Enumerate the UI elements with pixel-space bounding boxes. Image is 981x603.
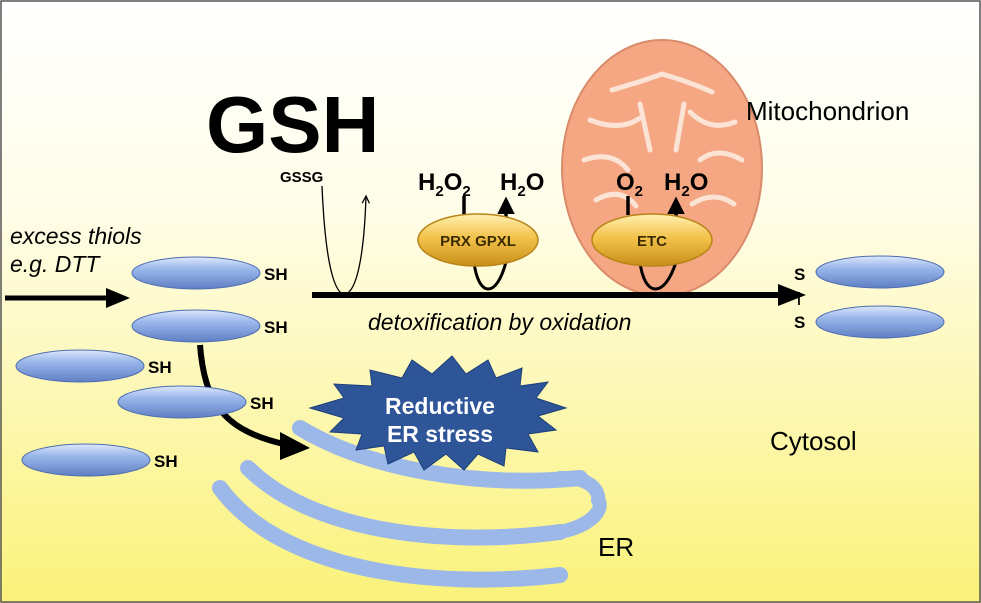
- excess-thiols-label-2: e.g. DTT: [10, 251, 101, 277]
- sh-label-5: SH: [154, 452, 178, 471]
- stress-label-1: Reductive: [385, 393, 495, 419]
- cytosol-label: Cytosol: [770, 426, 857, 456]
- detox-label: detoxification by oxidation: [368, 309, 631, 335]
- etc-curve: [638, 261, 678, 291]
- etc-label: ETC: [637, 233, 667, 250]
- o2-label: O2: [616, 169, 643, 200]
- protein-sh-2: [131, 309, 261, 343]
- er-arrow-head: [280, 432, 310, 460]
- h2o-label-2: H2O: [664, 169, 708, 200]
- sh-label-4: SH: [250, 394, 274, 413]
- er-membrane: [212, 420, 607, 588]
- h2o-label-1: H2O: [500, 169, 544, 200]
- protein-sh-4: [117, 385, 247, 419]
- protein-ss-2: [815, 305, 945, 339]
- sh-label-1: SH: [264, 265, 288, 284]
- protein-sh-5: [21, 443, 151, 477]
- s-label-1: S: [794, 265, 805, 284]
- prx-curve: [472, 261, 508, 291]
- enzyme-etc: [591, 213, 713, 267]
- prx-gpxl-label: PRX GPXL: [440, 233, 516, 250]
- protein-sh-3: [15, 349, 145, 383]
- mitochondrion-label: Mitochondrion: [746, 96, 909, 126]
- enzyme-prx-gpxl: [417, 213, 539, 267]
- sh-label-3: SH: [148, 358, 172, 377]
- main-arrow-head: [778, 284, 806, 306]
- stress-label-2: ER stress: [387, 421, 493, 447]
- er-label: ER: [598, 532, 634, 562]
- disulfide-bond-mark: |: [797, 289, 801, 305]
- oxidized-proteins: [815, 255, 945, 339]
- protein-sh-1: [131, 256, 261, 290]
- h2o2-label: H2O2: [418, 169, 471, 200]
- sh-label-2: SH: [264, 318, 288, 337]
- reduced-proteins: [15, 256, 261, 477]
- excess-thiols-label-1: excess thiols: [10, 223, 142, 249]
- gssg-label: GSSG: [280, 169, 323, 186]
- gsh-title: GSH: [206, 80, 379, 169]
- excess-arrow-head: [106, 288, 130, 308]
- reductive-stress-burst: [308, 355, 568, 471]
- s-label-2: S: [794, 313, 805, 332]
- protein-ss-1: [815, 255, 945, 289]
- gssg-recycle-curve: [321, 185, 366, 295]
